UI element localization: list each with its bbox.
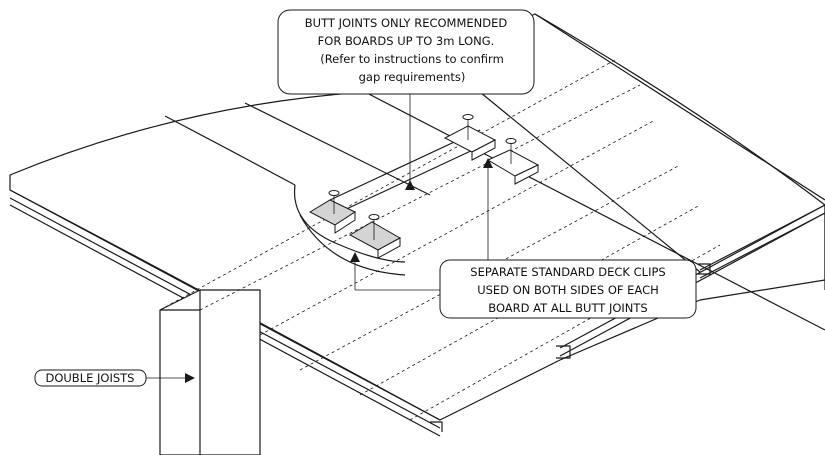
callout-deck-clips-line1: SEPARATE STANDARD DECK CLIPS bbox=[470, 265, 665, 279]
callout-deck-clips-line2: USED ON BOTH SIDES OF EACH bbox=[477, 283, 659, 297]
callout-butt-joints-line1: BUTT JOINTS ONLY RECOMMENDED bbox=[305, 16, 508, 30]
callout-deck-clips: SEPARATE STANDARD DECK CLIPS USED ON BOT… bbox=[439, 259, 697, 319]
callout-butt-joints-line4: gap requirements) bbox=[359, 70, 466, 84]
deck-clip-3 bbox=[443, 114, 497, 161]
double-joists bbox=[159, 289, 261, 455]
callout-butt-joints-line2: FOR BOARDS UP TO 3m LONG. bbox=[318, 34, 495, 48]
leader-lines bbox=[146, 93, 493, 383]
deck-clip-1 bbox=[308, 190, 357, 234]
callout-double-joists-label: DOUBLE JOISTS bbox=[45, 371, 134, 385]
callout-double-joists: DOUBLE JOISTS bbox=[34, 369, 147, 387]
butt-joint-cutaway bbox=[293, 129, 491, 276]
deck-clip-2 bbox=[348, 214, 402, 259]
deck-clip-4 bbox=[486, 138, 540, 185]
callout-butt-joints-line3: (Refer to instructions to confirm bbox=[320, 52, 504, 66]
callout-butt-joints: BUTT JOINTS ONLY RECOMMENDED FOR BOARDS … bbox=[277, 9, 535, 95]
callout-deck-clips-line3: BOARD AT ALL BUTT JOINTS bbox=[488, 301, 647, 315]
